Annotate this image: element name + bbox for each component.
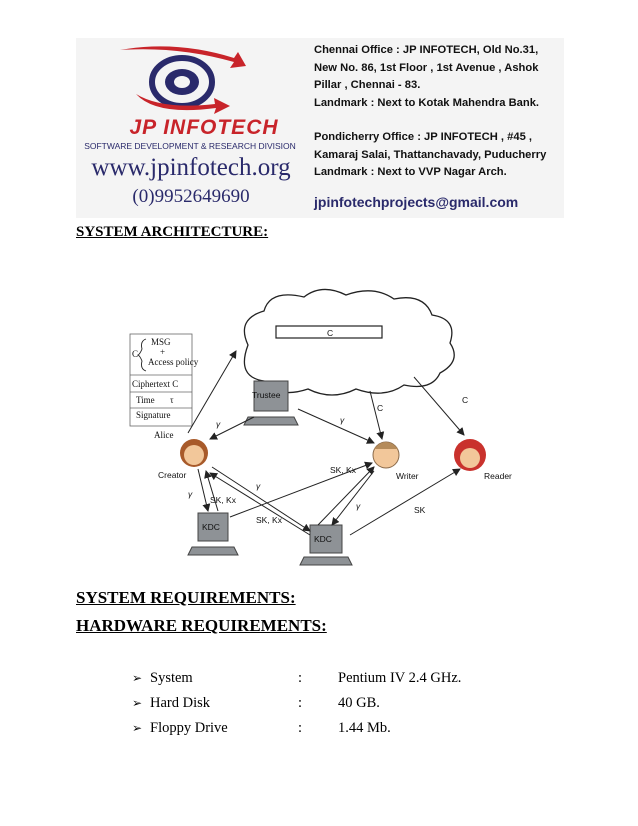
ciphertext-box: C MSG + Access policy Ciphertext C Time … (130, 334, 199, 426)
gamma-label: γ (356, 501, 361, 511)
sk-kx-label: SK, Kx (210, 495, 237, 505)
website-text: www.jpinfotech.org (86, 154, 296, 182)
c-arrow-label: C (377, 403, 383, 413)
kdc-computer-icon (300, 525, 352, 565)
cloud-shape (244, 289, 454, 395)
box-c-label: C (132, 349, 138, 359)
box-access-label: Access policy (148, 357, 199, 367)
requirement-label: Hard Disk (150, 695, 210, 712)
system-requirements-heading: SYSTEM REQUIREMENTS: (76, 588, 296, 608)
sk-kx-label: SK, Kx (330, 465, 357, 475)
header-banner: JP INFOTECH SOFTWARE DEVELOPMENT & RESEA… (76, 38, 564, 218)
box-msg-label: MSG (151, 337, 171, 347)
requirement-colon: : (298, 695, 302, 712)
arrow-bullet-icon: ➢ (132, 721, 142, 735)
alice-label: Alice (154, 430, 174, 440)
reader-face-icon (454, 439, 486, 471)
requirement-colon: : (298, 720, 302, 737)
arrow-bullet-icon: ➢ (132, 696, 142, 710)
kdc-label: KDC (314, 534, 332, 544)
phone-text: (0)9952649690 (86, 186, 296, 208)
kdc-computer-icon (188, 513, 238, 555)
box-plus-label: + (160, 347, 165, 357)
address-line: Chennai Office : JP INFOTECH, Old No.31, (314, 42, 539, 60)
gamma-label: γ (188, 489, 193, 499)
architecture-diagram: C C MSG + Access policy Ciphertext C Tim… (118, 285, 528, 570)
kdc-label: KDC (202, 522, 220, 532)
address-line: Landmark : Next to VVP Nagar Arch. (314, 164, 546, 182)
system-architecture-heading: SYSTEM ARCHITECTURE: (76, 224, 268, 241)
address-line: Kamaraj Salai, Thattanchavady, Puducherr… (314, 147, 546, 165)
reader-label: Reader (484, 471, 512, 481)
gamma-label: γ (256, 481, 261, 491)
box-tau-label: τ (170, 395, 174, 405)
gamma-label: γ (340, 415, 345, 425)
requirement-label: System (150, 670, 193, 687)
creator-face-icon (180, 439, 208, 467)
box-time-label: Time (136, 395, 155, 405)
jp-infotech-logo-icon (116, 42, 266, 118)
requirement-label: Floppy Drive (150, 720, 228, 737)
address-line: Landmark : Next to Kotak Mahendra Bank. (314, 95, 539, 113)
requirement-value: Pentium IV 2.4 GHz. (338, 670, 461, 687)
creator-label: Creator (158, 470, 187, 480)
pondicherry-address: Pondicherry Office : JP INFOTECH , #45 ,… (314, 129, 546, 182)
address-line: Pillar , Chennai - 83. (314, 77, 539, 95)
address-line: Pondicherry Office : JP INFOTECH , #45 , (314, 129, 546, 147)
hardware-requirements-heading: HARDWARE REQUIREMENTS: (76, 616, 327, 636)
c-arrow-label: C (462, 395, 468, 405)
sk-kx-label: SK, Kx (256, 515, 283, 525)
sk-label: SK (414, 505, 426, 515)
chennai-address: Chennai Office : JP INFOTECH, Old No.31,… (314, 42, 539, 112)
box-signature-label: Signature (136, 410, 171, 420)
brand-name: JP INFOTECH (104, 116, 304, 140)
trustee-label: Trustee (252, 390, 281, 400)
email-text: jpinfotechprojects@gmail.com (314, 194, 518, 210)
requirement-value: 1.44 Mb. (338, 720, 391, 737)
cloud-c-label: C (327, 328, 333, 338)
arrow-bullet-icon: ➢ (132, 671, 142, 685)
address-line: New No. 86, 1st Floor , 1st Avenue , Ash… (314, 60, 539, 78)
requirement-value: 40 GB. (338, 695, 380, 712)
division-text: SOFTWARE DEVELOPMENT & RESEARCH DIVISION (76, 141, 304, 151)
box-ciphertext-label: Ciphertext C (132, 379, 178, 389)
gamma-label: γ (216, 419, 221, 429)
writer-face-icon (373, 442, 399, 468)
writer-label: Writer (396, 471, 419, 481)
requirement-colon: : (298, 670, 302, 687)
